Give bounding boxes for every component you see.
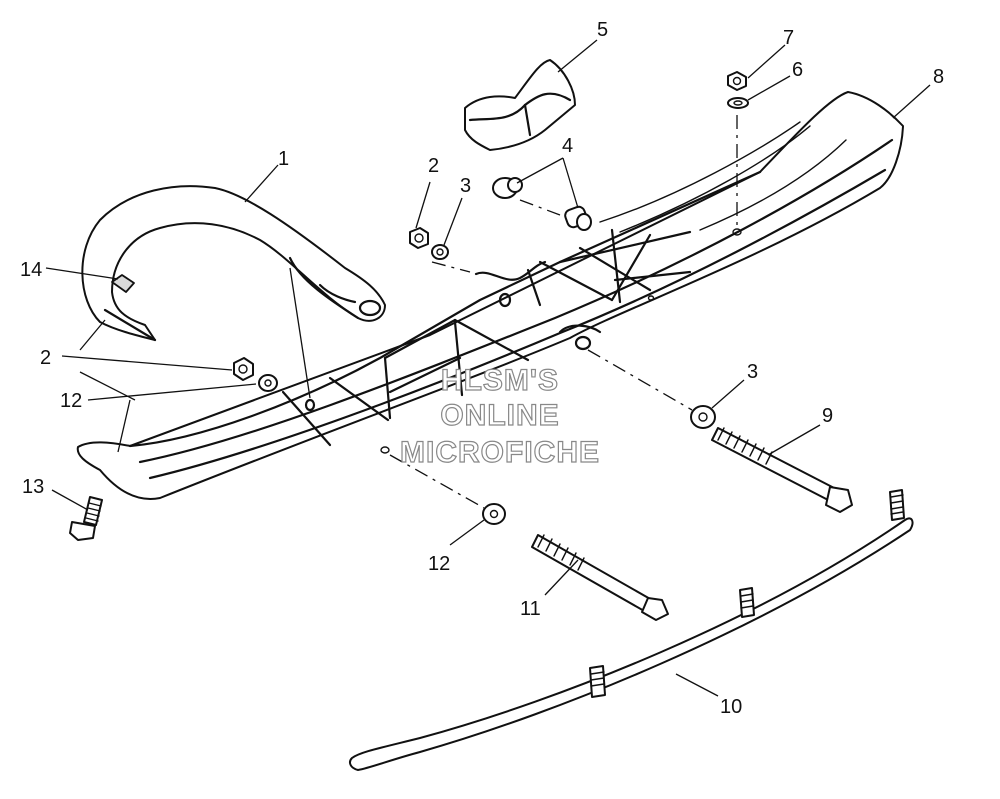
callout-3-right: 3: [747, 361, 758, 383]
watermark: HLSM'S ONLINE MICROFICHE: [399, 363, 600, 469]
watermark-line-2: ONLINE: [440, 399, 559, 432]
ski-body: [76, 91, 904, 500]
watermark-line-3: MICROFICHE: [400, 436, 600, 469]
centerlines: [289, 115, 738, 509]
part-10-runner: [349, 489, 914, 771]
part-3-9: [690, 405, 853, 513]
callout-12-bottom: 12: [428, 553, 450, 575]
callout-8: 8: [933, 66, 944, 88]
callout-2-top: 2: [428, 155, 439, 177]
callout-5: 5: [597, 19, 608, 41]
part-5-pad: [464, 59, 576, 151]
callout-6: 6: [792, 59, 803, 81]
callout-13: 13: [22, 476, 44, 498]
callout-7: 7: [783, 27, 794, 49]
callout-2-left: 2: [40, 347, 51, 369]
leader-lines: [45, 39, 931, 697]
callout-4: 4: [562, 135, 573, 157]
part-2-3-top: [409, 227, 449, 260]
callout-1: 1: [278, 148, 289, 170]
callout-10: 10: [720, 696, 742, 718]
part-6-7: [727, 71, 749, 109]
watermark-line-1: HLSM'S: [441, 364, 559, 397]
callout-3-top: 3: [460, 175, 471, 197]
part-2-12-left: [233, 357, 278, 392]
callout-12-left: 12: [60, 390, 82, 412]
ski-loop: [81, 185, 386, 342]
callouts: 1 2 3 4 5 6 7 8 9 10 11 12 12 2 3 13 14: [20, 19, 944, 718]
part-13-screw: [69, 496, 103, 541]
callout-11: 11: [520, 598, 541, 620]
part-12-11: [482, 503, 669, 621]
callout-14: 14: [20, 259, 42, 281]
callout-9: 9: [822, 405, 833, 427]
